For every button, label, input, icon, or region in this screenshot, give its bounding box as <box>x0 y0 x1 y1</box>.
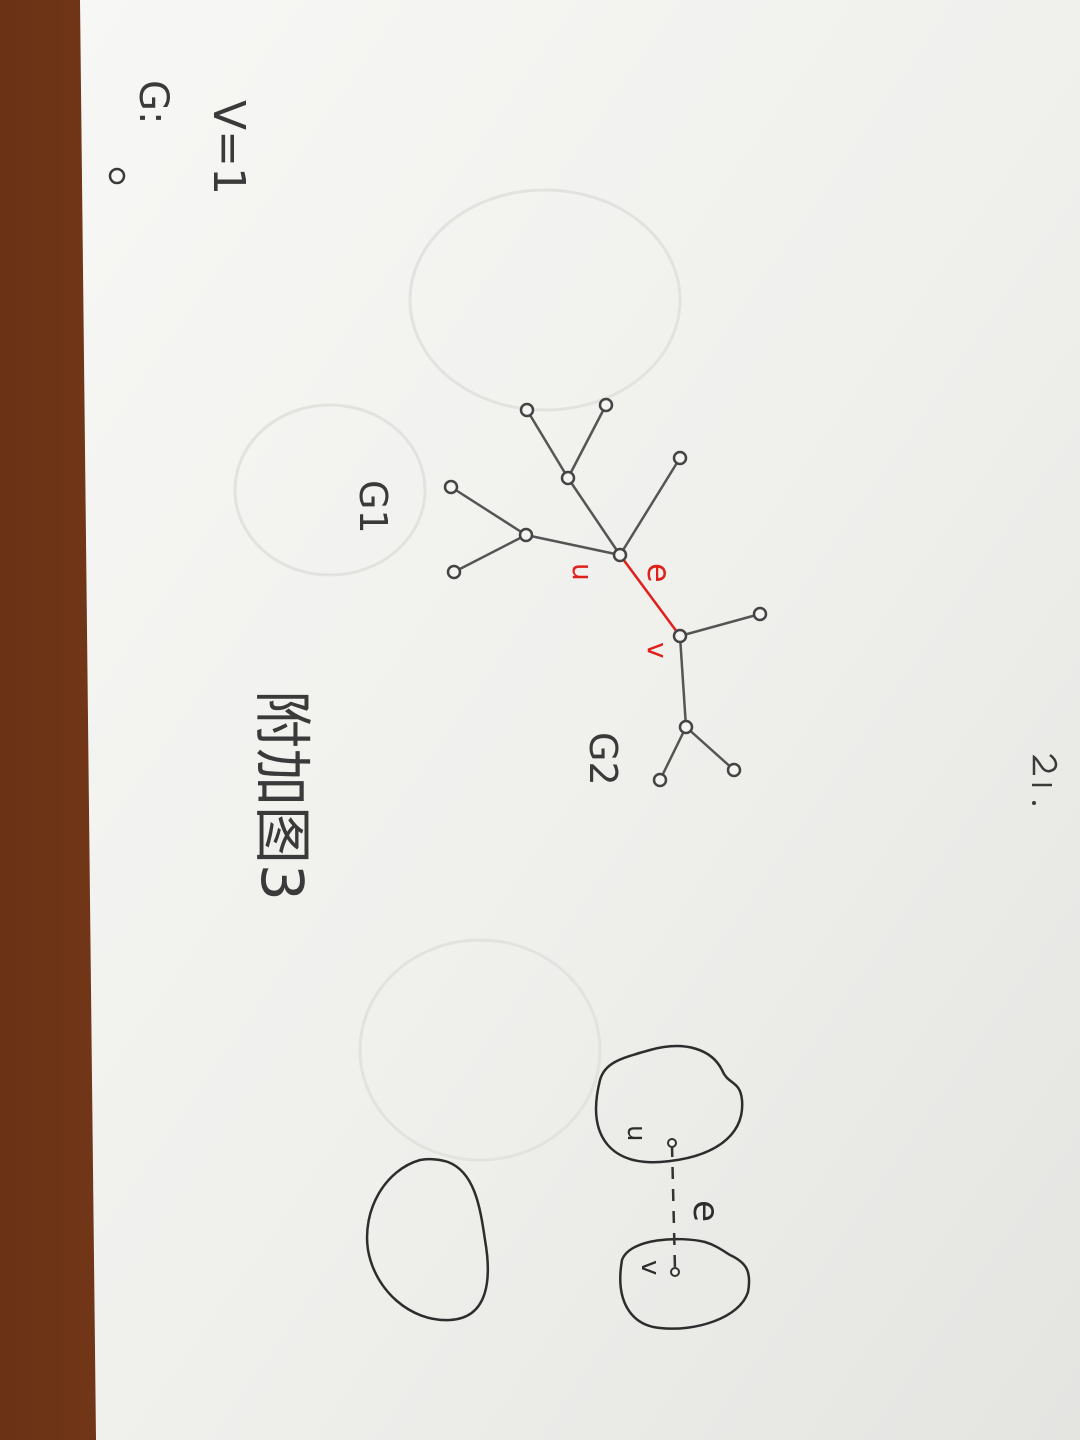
blob-u <box>594 1044 744 1164</box>
vertex-u-right <box>667 1138 677 1148</box>
g-top-label: G: <box>130 80 176 124</box>
tree-graph <box>450 404 761 781</box>
blob-v <box>619 1237 751 1330</box>
faint-show-through <box>233 188 682 1162</box>
g1-label: G1 <box>351 480 395 534</box>
single-vertex <box>108 167 126 185</box>
vertex-u-right-label: u <box>621 1125 651 1141</box>
edge-e-right-label: e <box>685 1200 726 1222</box>
edge-e-red <box>618 554 682 637</box>
vertex-v-right-label: v <box>635 1260 665 1275</box>
g2-label: G2 <box>581 732 625 786</box>
figure-caption: 附加图3 <box>248 690 316 901</box>
edge-scribble <box>1032 754 1058 805</box>
vertex-v-label: v <box>641 642 674 659</box>
g-top-label-group: G: <box>130 80 176 124</box>
paper-surface <box>80 0 1080 1440</box>
tree-vertices <box>443 397 768 788</box>
vertex-v-right <box>670 1267 680 1277</box>
lower-circle <box>365 1157 490 1322</box>
vertex-u-label: u <box>566 563 599 581</box>
v-eq-label-group: V=1 <box>203 100 254 195</box>
v-eq-label: V=1 <box>203 100 254 195</box>
edge-e-label: e <box>640 563 678 583</box>
